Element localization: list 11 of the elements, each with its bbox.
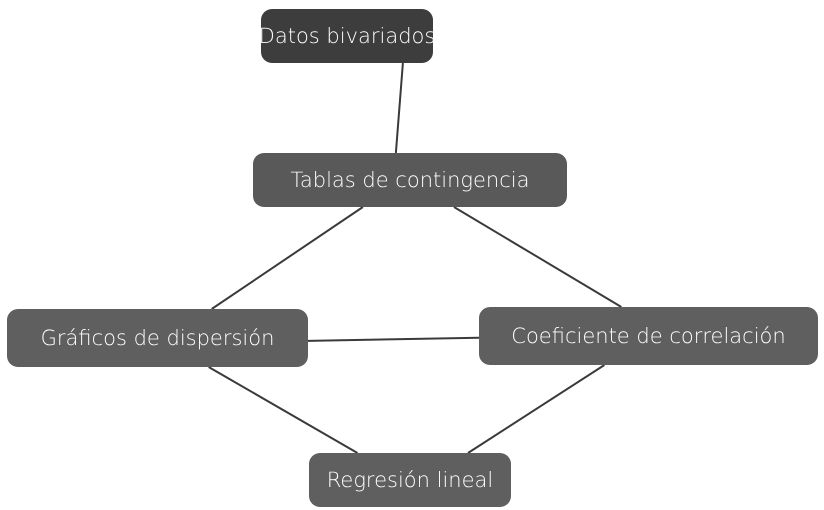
connector-line xyxy=(208,366,358,454)
connector-line xyxy=(394,62,404,154)
topic-box: Datos bivariados xyxy=(261,9,433,63)
topic-box: Coeficiente de correlación xyxy=(479,307,818,365)
connector-line xyxy=(308,336,480,342)
connector-line xyxy=(453,206,622,308)
topic-box: Regresión lineal xyxy=(309,453,511,507)
connector-line xyxy=(211,206,364,310)
topic-box: Tablas de contingencia xyxy=(253,153,567,207)
topic-box: Gráficos de dispersión xyxy=(7,309,308,367)
connector-line xyxy=(467,364,605,454)
